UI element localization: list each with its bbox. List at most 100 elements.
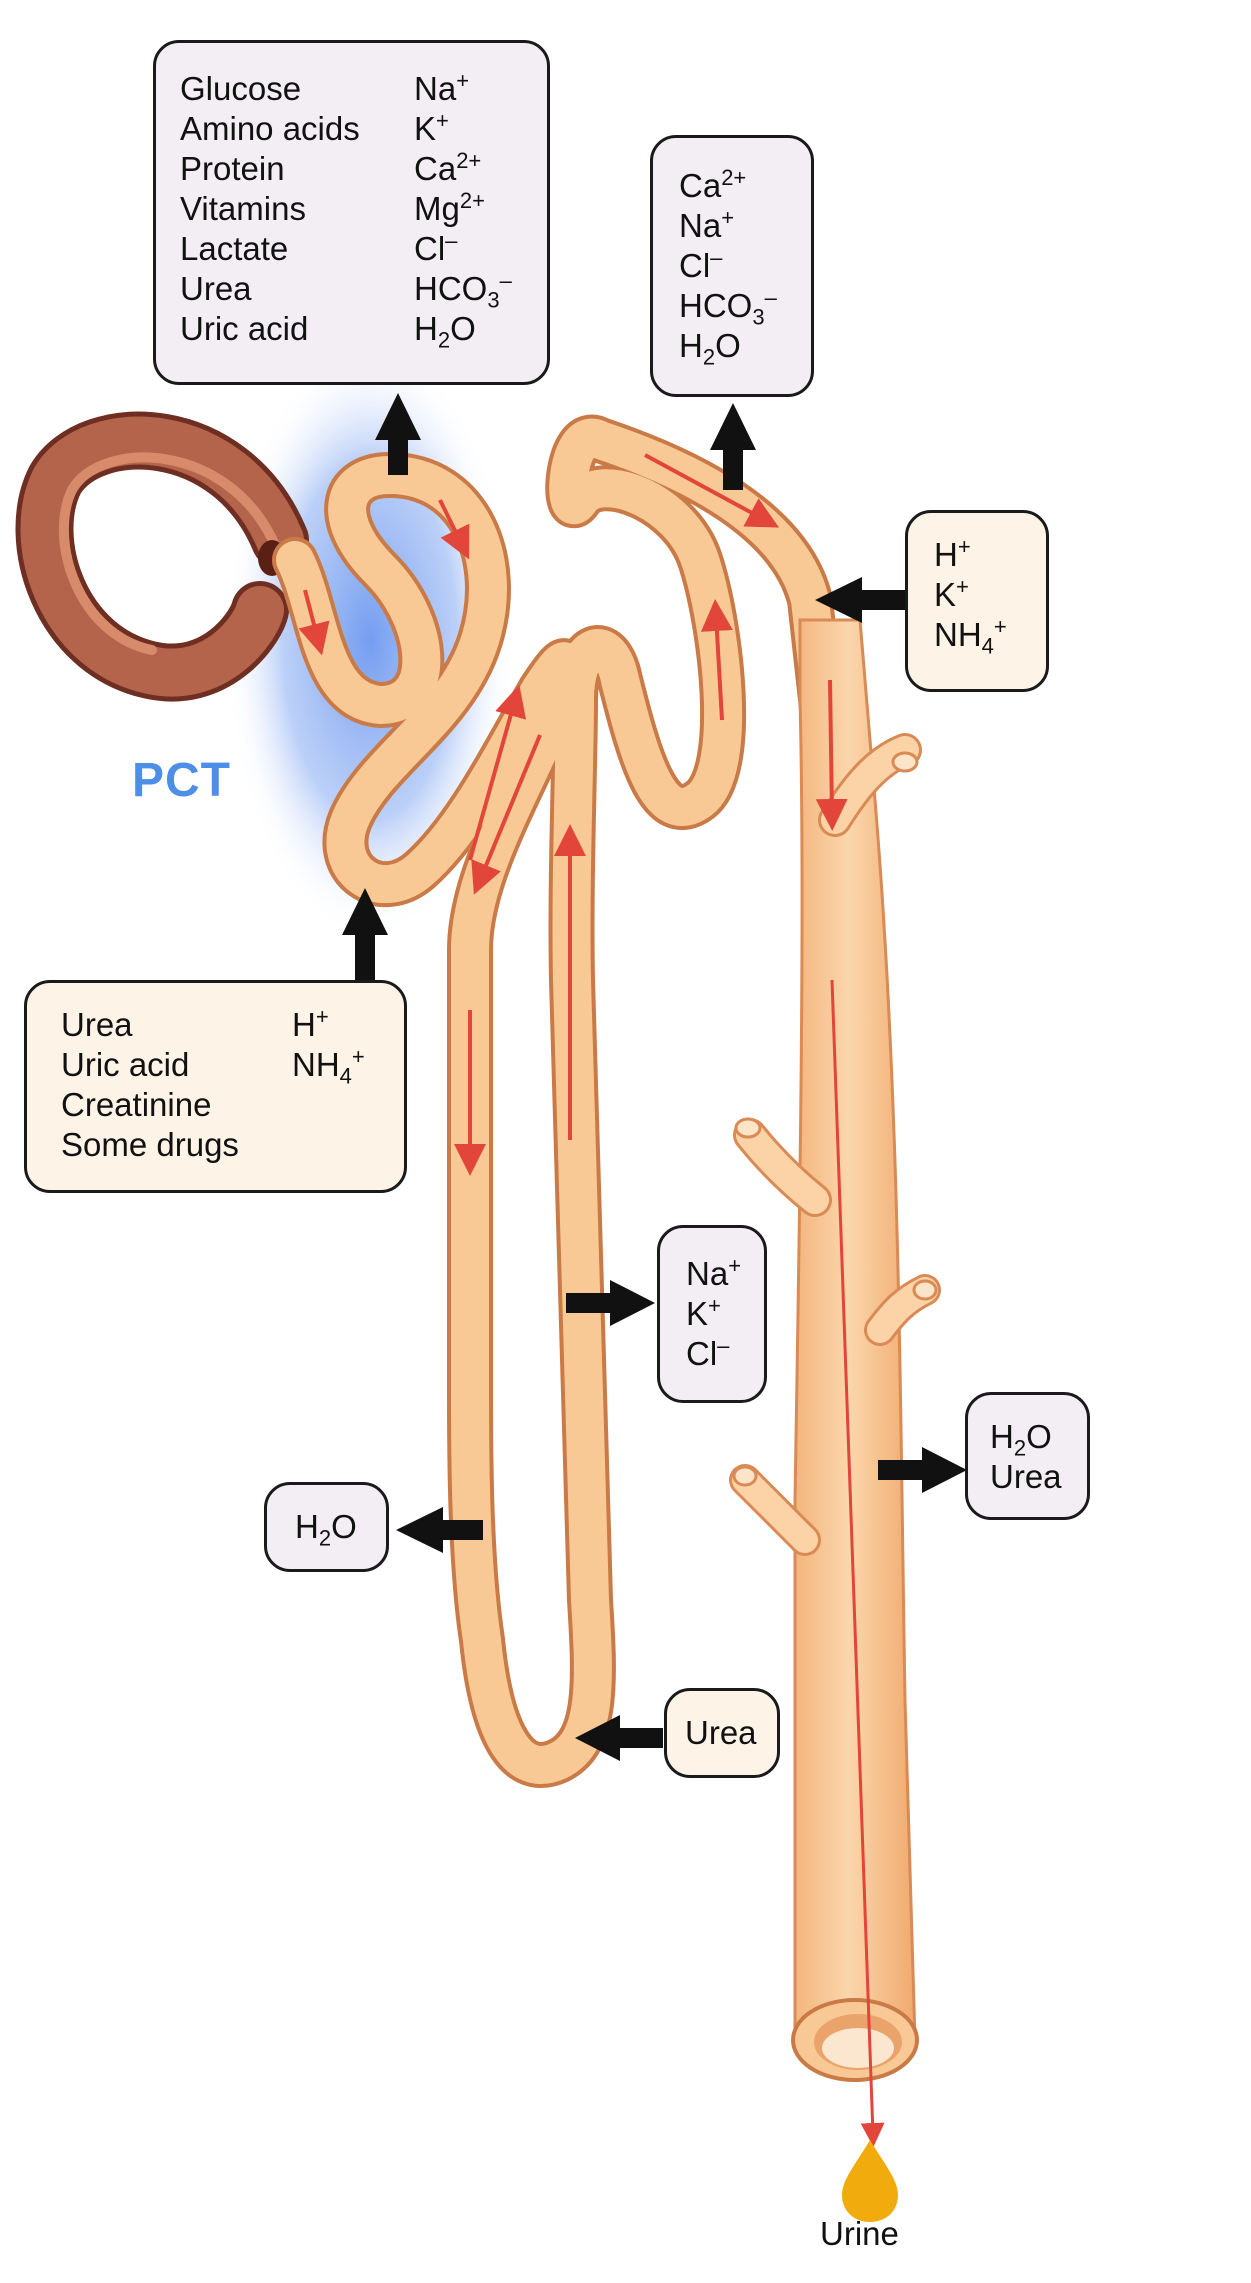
dct-reabsorbed-list: Ca2+Na+Cl–HCO3–H2O	[679, 166, 777, 369]
solute-base: H	[295, 1508, 319, 1545]
solute-sup: –	[710, 245, 723, 270]
solute-label: K+	[414, 109, 512, 149]
dct-secreted-box: H+K+NH4+	[905, 510, 1049, 692]
dct-reabsorbed-box: Ca2+Na+Cl–HCO3–H2O	[650, 135, 814, 397]
arrow-collecting-out	[878, 1447, 967, 1493]
item-label: Vitamins	[180, 190, 306, 227]
solute-sub: 2	[437, 327, 451, 353]
solute-sub: 2	[702, 344, 716, 370]
flow-arrows	[298, 453, 885, 2147]
solute-label: Cl–	[686, 1334, 741, 1374]
solute-sub: 3	[487, 287, 500, 313]
solute-sup: +	[721, 205, 735, 230]
solute-base: Cl	[679, 247, 711, 284]
pct-reabsorbed-right: Na+K+Ca2+Mg2+Cl–HCO3–H2O	[414, 69, 512, 352]
arrow-ascending-out	[566, 1280, 655, 1326]
solute-label: NH4+	[934, 615, 1007, 658]
solute-base: NH	[934, 616, 982, 653]
solute-base: Urea	[685, 1714, 757, 1751]
solute-base: Ca	[679, 167, 722, 204]
bowmans-capsule	[15, 411, 309, 702]
descending-out-list: H2O	[295, 1507, 357, 1549]
solute-base: Na	[686, 1255, 729, 1292]
solute-base: Na	[414, 70, 457, 107]
item-label: Lactate	[180, 230, 289, 267]
solute-sup: 2+	[456, 148, 482, 173]
solute-base: NH	[292, 1046, 340, 1083]
solute-label: H2O	[679, 326, 777, 368]
solute-sub: 2	[318, 1525, 332, 1551]
item-label: Uric acid	[180, 310, 309, 347]
solute-sup: +	[708, 1293, 721, 1318]
solute-label: K+	[934, 575, 1007, 615]
solute-after: O	[450, 310, 476, 347]
arrow-pct-up-1	[375, 393, 421, 475]
item-label: Creatinine	[61, 1086, 212, 1123]
arrow-loop-in	[575, 1715, 663, 1761]
solute-label: H+	[934, 535, 1007, 575]
urine-drop	[842, 2140, 898, 2222]
solute-label: Mg2+	[414, 189, 512, 229]
solute-base: K	[934, 576, 957, 613]
solute-label: Na+	[414, 69, 512, 109]
solute-base: HCO	[679, 287, 753, 324]
solute-after: O	[1026, 1418, 1052, 1455]
dct-secreted-list: H+K+NH4+	[934, 535, 1007, 658]
ascending-out-box: Na+K+Cl–	[657, 1225, 767, 1403]
solute-sup: +	[956, 574, 969, 599]
loop-in-list: Urea	[685, 1713, 757, 1753]
renal-tubule	[272, 414, 853, 1788]
urine-label: Urine	[820, 2215, 899, 2252]
solute-sub: 4	[339, 1063, 352, 1089]
solute-base: H	[292, 1006, 316, 1043]
solute-label: Ca2+	[679, 166, 777, 206]
arrow-descending-out	[396, 1507, 483, 1553]
solute-sup: +	[351, 1044, 365, 1069]
solute-sup: +	[728, 1253, 742, 1278]
solute-sup: –	[499, 268, 512, 293]
solute-sub: 2	[1013, 1435, 1027, 1461]
solute-label: H+	[292, 1005, 365, 1045]
loop-in-box: Urea	[664, 1688, 780, 1778]
item-label: Amino acids	[180, 110, 360, 147]
solute-base: K	[414, 110, 437, 147]
solute-label: Urea	[990, 1457, 1062, 1497]
solute-label: Cl–	[414, 229, 512, 269]
solute-after: O	[331, 1508, 357, 1545]
solute-base: Cl	[414, 230, 446, 267]
solute-base: H	[679, 327, 703, 364]
solute-base: Ca	[414, 150, 457, 187]
solute-label: Na+	[679, 206, 777, 246]
item-label: Urea	[61, 1006, 133, 1043]
item-label: Urea	[180, 270, 252, 307]
solute-sup: +	[315, 1004, 329, 1029]
solute-base: Urea	[990, 1458, 1062, 1495]
solute-label: NH4+	[292, 1044, 365, 1088]
arrow-pct-up-2	[342, 888, 388, 980]
solute-after: O	[715, 327, 741, 364]
arrow-dct-up	[710, 403, 756, 490]
solute-label: Urea	[685, 1713, 757, 1753]
solute-sup: 2+	[721, 165, 747, 190]
solute-sup: –	[717, 1333, 730, 1358]
solute-base: H	[414, 310, 438, 347]
item-label: Some drugs	[61, 1126, 239, 1163]
item-label: Uric acid	[61, 1046, 190, 1083]
transport-arrows	[342, 393, 967, 1761]
solute-label: H2O	[295, 1507, 357, 1549]
solute-base: Cl	[686, 1335, 718, 1372]
solute-sub: 3	[752, 304, 765, 330]
solute-sup: 2+	[459, 188, 485, 213]
descending-out-box: H2O	[264, 1482, 389, 1572]
solute-sup: +	[436, 108, 449, 133]
solute-label: K+	[686, 1294, 741, 1334]
solute-base: HCO	[414, 270, 488, 307]
solute-base: H	[934, 536, 958, 573]
pct-label: PCT	[132, 754, 231, 807]
